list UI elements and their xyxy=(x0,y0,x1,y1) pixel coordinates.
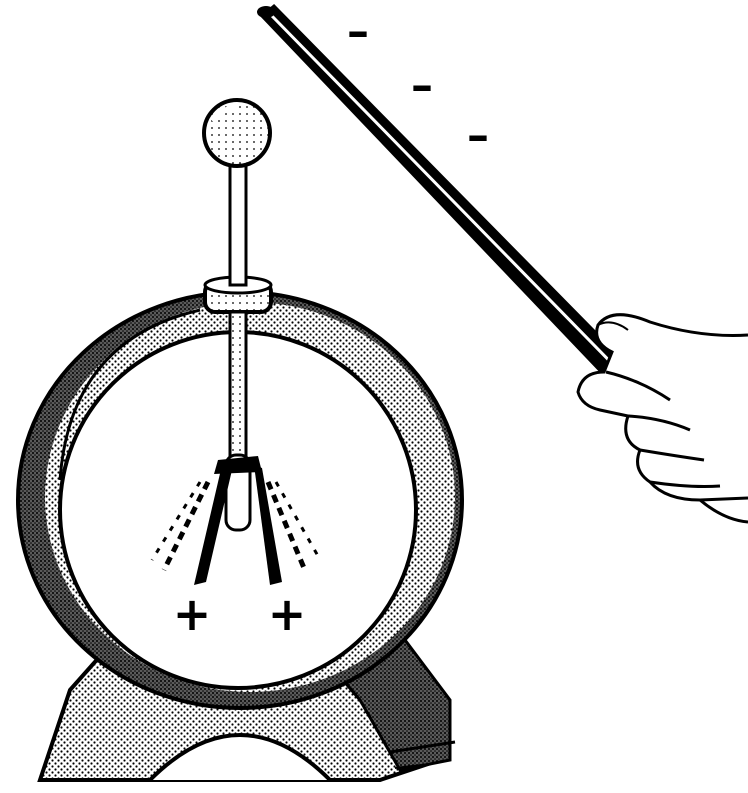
rod-charge-signs: – – – xyxy=(347,6,489,161)
ball-terminal xyxy=(204,100,270,285)
hand xyxy=(578,315,748,522)
rod-charge-2: – xyxy=(411,60,433,111)
rod-charge-1: – xyxy=(347,6,369,57)
leaf-charge-left: + xyxy=(173,587,212,641)
leaf-charge-right: + xyxy=(268,587,307,641)
rod-charge-3: – xyxy=(467,110,489,161)
